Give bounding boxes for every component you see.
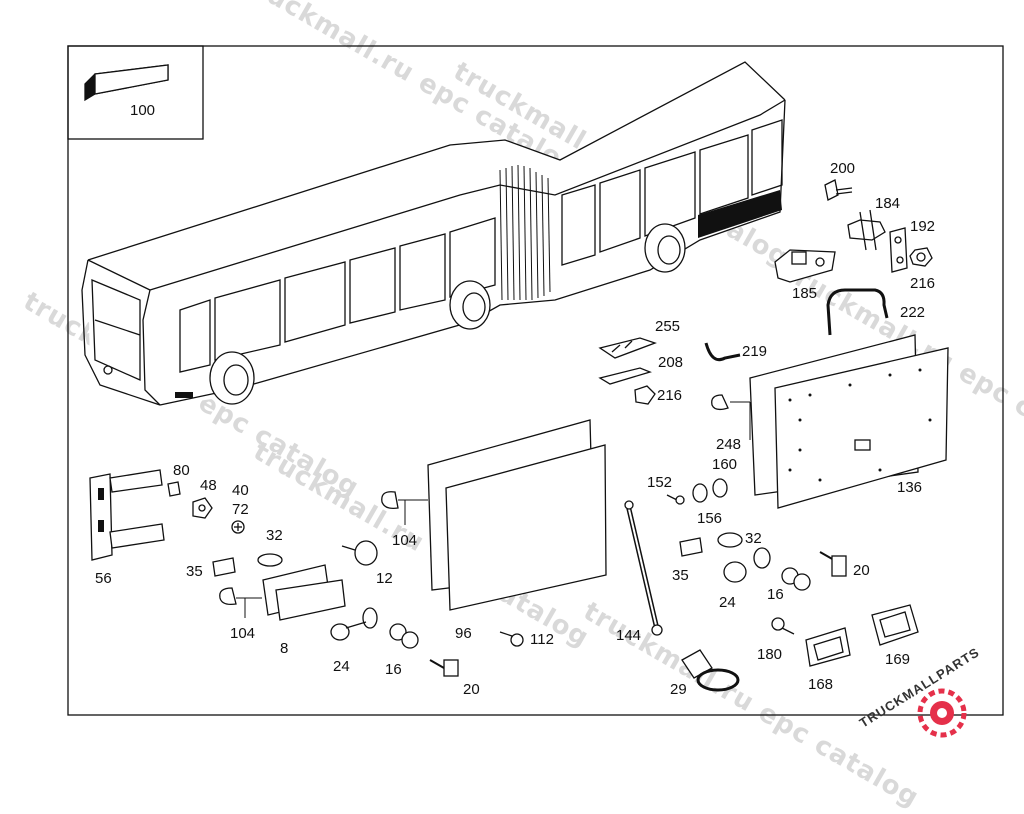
handle-104b-part bbox=[381, 491, 399, 510]
washer-48-part bbox=[192, 497, 213, 519]
screw-80-part bbox=[167, 481, 181, 497]
part-label-169: 169 bbox=[885, 651, 910, 668]
part-label-192: 192 bbox=[910, 218, 935, 235]
strut-144-part bbox=[624, 500, 663, 636]
articulated-bus bbox=[81, 61, 786, 406]
bracket-35b-part bbox=[679, 537, 703, 557]
screw-180-part bbox=[771, 617, 795, 635]
part-label-104b: 104 bbox=[392, 532, 417, 549]
part-label-40: 40 bbox=[232, 482, 249, 499]
part-label-144: 144 bbox=[616, 627, 641, 644]
part-label-216a: 216 bbox=[910, 275, 935, 292]
part-label-160: 160 bbox=[712, 456, 737, 473]
part-label-35a: 35 bbox=[186, 563, 203, 580]
key-24b-part bbox=[723, 547, 771, 583]
handle-248-part bbox=[711, 394, 729, 411]
leader-lines bbox=[236, 401, 751, 618]
hinge-255-part bbox=[598, 337, 657, 359]
key-20b-part bbox=[819, 551, 847, 577]
part-label-32a: 32 bbox=[266, 527, 283, 544]
part-label-104a: 104 bbox=[230, 625, 255, 642]
handle-104a-part bbox=[219, 587, 237, 606]
part-label-24b: 24 bbox=[719, 594, 736, 611]
screw-40-part bbox=[231, 520, 245, 534]
part-label-180: 180 bbox=[757, 646, 782, 663]
part-label-32b: 32 bbox=[745, 530, 762, 547]
part-label-29: 29 bbox=[670, 681, 687, 698]
part-label-112: 112 bbox=[530, 631, 554, 648]
part-label-20a: 20 bbox=[463, 681, 480, 698]
washer-156-part bbox=[692, 483, 708, 503]
part-label-80: 80 bbox=[173, 462, 190, 479]
inset-box bbox=[67, 45, 204, 140]
hinge-56-part bbox=[89, 469, 165, 561]
diagram-frame bbox=[67, 45, 1004, 716]
part-label-56: 56 bbox=[95, 570, 112, 587]
part-label-219: 219 bbox=[742, 343, 767, 360]
part-label-200: 200 bbox=[830, 160, 855, 177]
part-label-72: 72 bbox=[232, 501, 249, 518]
seal-32b-part bbox=[717, 532, 743, 548]
recess-168-part bbox=[805, 627, 851, 667]
bracket-184-part bbox=[847, 209, 886, 251]
parts-diagram: truckmall.ru epc catalog truckmall.ru ep… bbox=[18, 0, 1024, 814]
handle-222-part bbox=[826, 288, 889, 336]
plate-192-part bbox=[889, 227, 908, 273]
part-label-100: 100 bbox=[130, 102, 155, 119]
part-label-24a: 24 bbox=[333, 658, 350, 675]
hose-219-part bbox=[704, 342, 741, 362]
part-label-12: 12 bbox=[376, 570, 393, 587]
cap-160-part bbox=[712, 478, 728, 498]
rubber-block-part bbox=[84, 64, 169, 102]
cylinder-16a-part bbox=[389, 623, 419, 649]
part-label-168: 168 bbox=[808, 676, 833, 693]
exploded-view: 100 200 184 192 216 185 222 255 208 219 … bbox=[67, 45, 1004, 738]
bolt-200-part bbox=[824, 179, 853, 201]
part-label-156: 156 bbox=[697, 510, 722, 527]
plate-8-part bbox=[262, 564, 346, 621]
part-label-184: 184 bbox=[875, 195, 900, 212]
knob-12-part bbox=[341, 540, 378, 566]
part-label-8: 8 bbox=[280, 640, 288, 657]
nut-216-part bbox=[909, 247, 933, 267]
seal-32a-part bbox=[257, 553, 283, 567]
key-20a-part bbox=[429, 659, 459, 677]
part-label-248: 248 bbox=[716, 436, 741, 453]
cylinder-16b-part bbox=[781, 567, 811, 591]
pin-152-part bbox=[666, 494, 685, 505]
key-24a-part bbox=[330, 607, 378, 641]
part-label-255: 255 bbox=[655, 318, 680, 335]
truckmallparts-logo: TRUCKMALLPARTS bbox=[857, 644, 982, 738]
lock-29-part bbox=[681, 649, 740, 692]
screw-112-part bbox=[499, 631, 524, 647]
part-label-208: 208 bbox=[658, 354, 683, 371]
panel-96-part bbox=[427, 419, 607, 611]
panel-136-part bbox=[749, 334, 949, 509]
recess-169-part bbox=[871, 604, 919, 646]
plate-208-part bbox=[598, 367, 652, 385]
part-label-216b: 216 bbox=[657, 387, 682, 404]
part-label-96: 96 bbox=[455, 625, 472, 642]
part-label-16b: 16 bbox=[767, 586, 784, 603]
latch-185-part bbox=[774, 249, 836, 283]
part-label-222: 222 bbox=[900, 304, 925, 321]
bracket-35a-part bbox=[212, 557, 236, 577]
part-label-20b: 20 bbox=[853, 562, 870, 579]
part-label-48: 48 bbox=[200, 477, 217, 494]
part-label-35b: 35 bbox=[672, 567, 689, 584]
part-label-185: 185 bbox=[792, 285, 817, 302]
part-label-136: 136 bbox=[897, 479, 922, 496]
part-label-16a: 16 bbox=[385, 661, 402, 678]
nut-216b-part bbox=[634, 385, 656, 405]
part-label-152: 152 bbox=[647, 474, 672, 491]
